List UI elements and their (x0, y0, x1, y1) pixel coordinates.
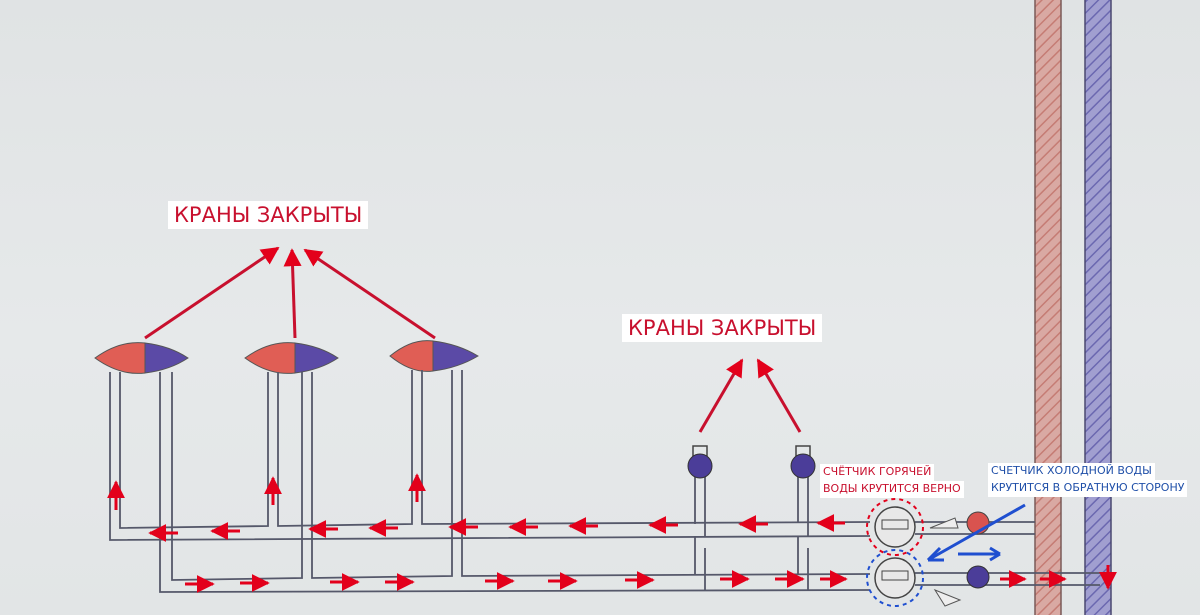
cold-water-meter (866, 549, 962, 607)
cold-riser (1084, 0, 1112, 615)
hot-supply-pipe (109, 370, 871, 541)
hot-riser (1034, 0, 1062, 615)
faucet-2 (244, 342, 339, 374)
hot-meter-caption-line1: СЧЁТЧИК ГОРЯЧЕЙ (820, 464, 935, 481)
valves-closed-label-main: КРАНЫ ЗАКРЫТЫ (168, 201, 369, 230)
hot-meter-caption-line2: ВОДЫ КРУТИТСЯ ВЕРНО (820, 481, 964, 498)
cold-meter-caption-line2: КРУТИТСЯ В ОБРАТНУЮ СТОРОНУ (988, 480, 1188, 497)
faucet-1 (94, 342, 189, 374)
meter-feed-lines (915, 521, 1100, 586)
valves-closed-label-right: КРАНЫ ЗАКРЫТЫ (622, 314, 823, 343)
faucet-3 (389, 340, 479, 372)
shutoff-valve-2 (790, 445, 816, 479)
hot-water-meter (866, 498, 959, 556)
pointer-arrows (144, 246, 802, 433)
cold-flow-arrows (185, 565, 1117, 593)
shutoff-valve-1 (687, 445, 713, 479)
cold-inlet-valve (966, 565, 990, 589)
cold-meter-caption-line1: СЧЕТЧИК ХОЛОДНОЙ ВОДЫ (988, 463, 1155, 480)
hot-flow-arrows (107, 473, 845, 542)
cold-supply-pipe (159, 370, 871, 593)
cold-annotation-arrows (926, 503, 1026, 562)
